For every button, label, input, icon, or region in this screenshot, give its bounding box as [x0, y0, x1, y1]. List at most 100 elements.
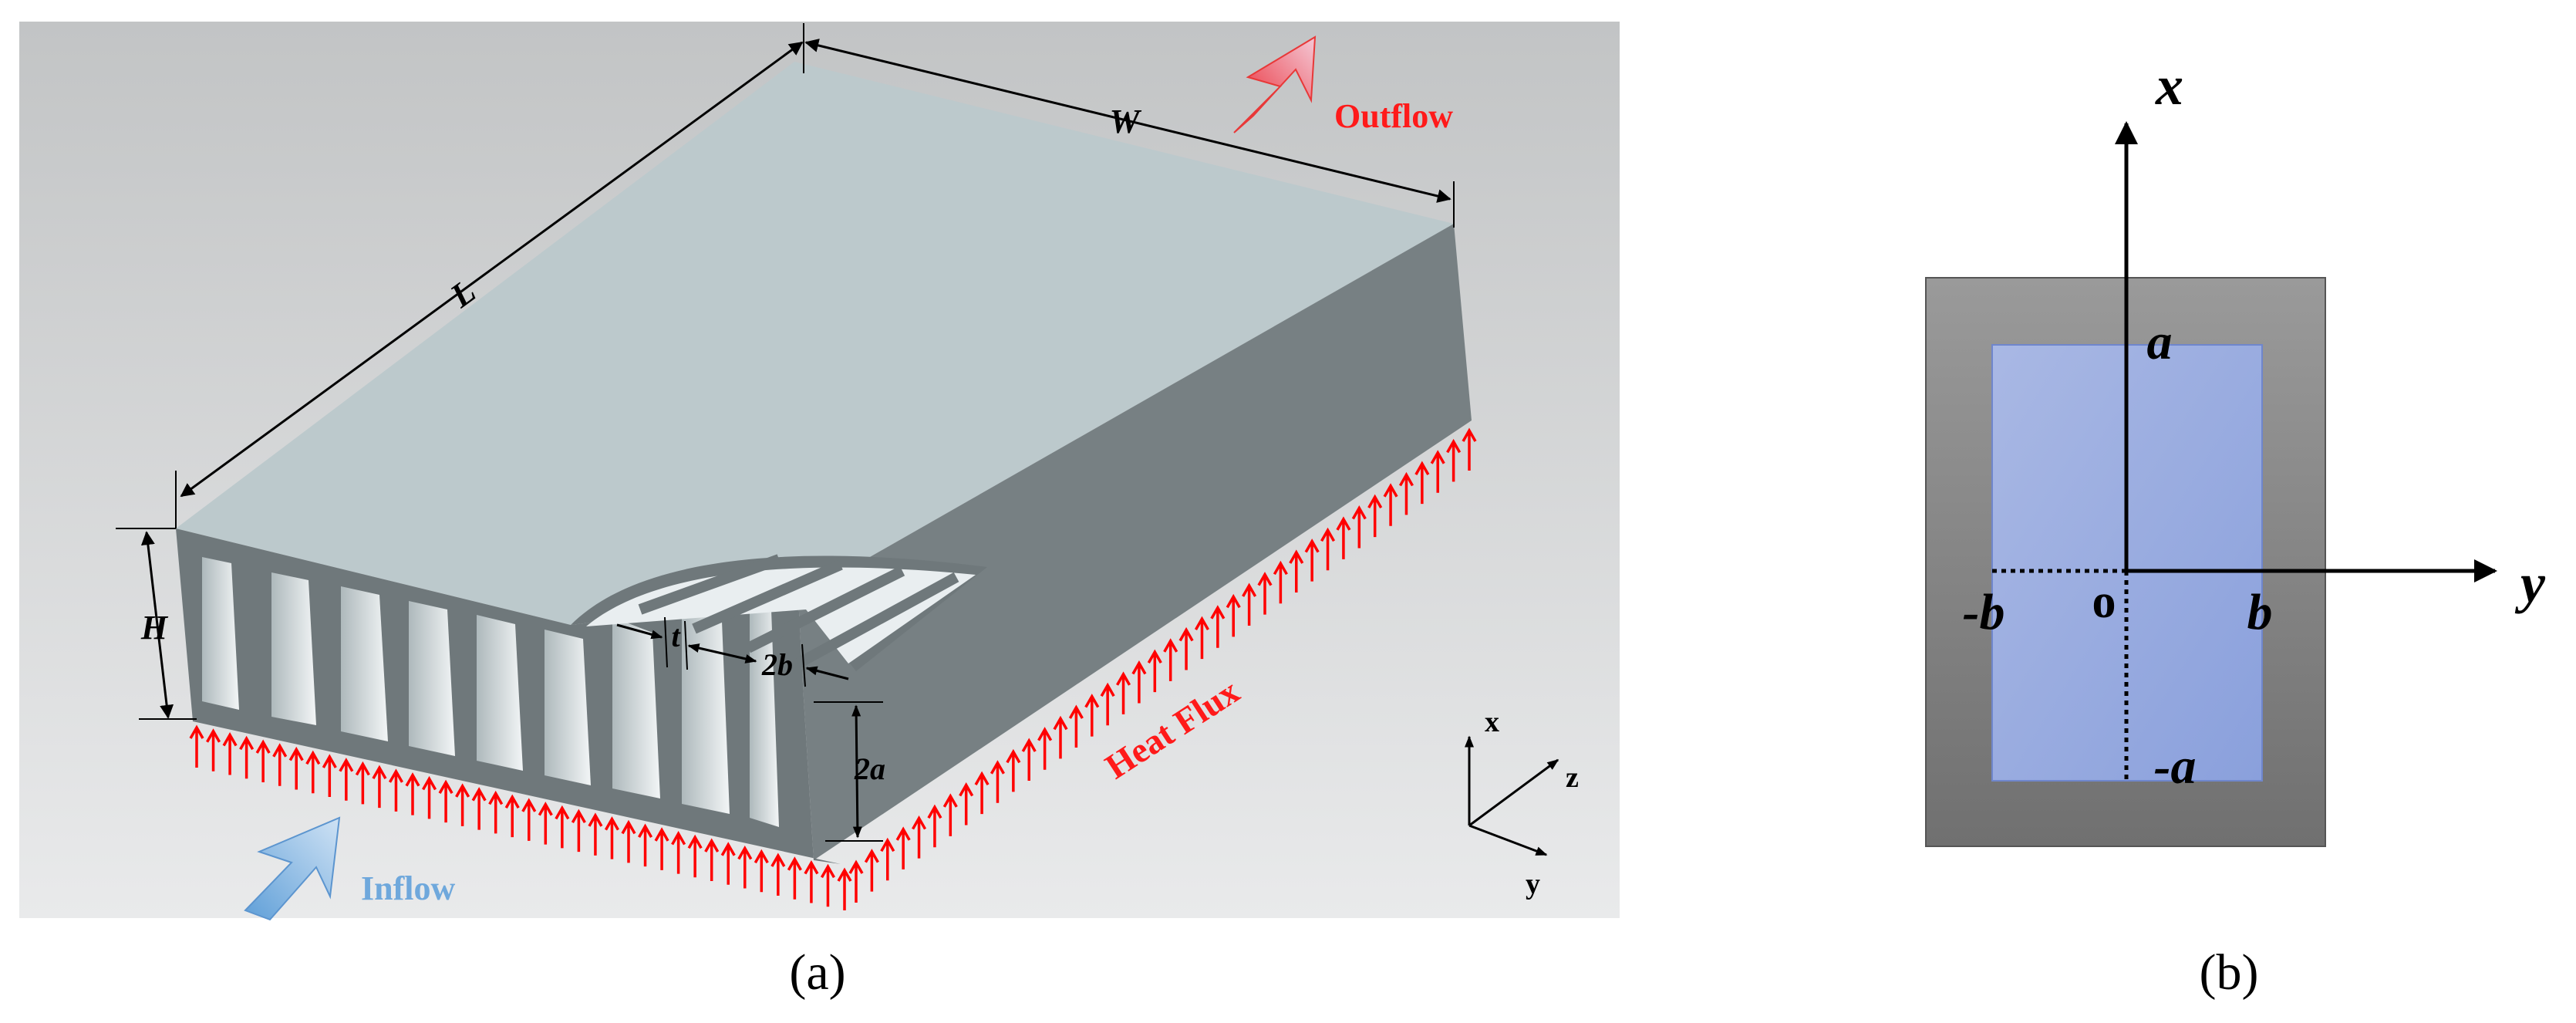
heat-flux-arrow [1194, 616, 1209, 660]
heat-flux-arrow [720, 842, 736, 885]
heat-flux-arrow [1383, 483, 1398, 526]
dimension-2a-line [851, 704, 862, 839]
heat-flux-arrow [555, 805, 570, 849]
dimension-t-tick-1 [664, 616, 668, 668]
heat-flux-arrow [372, 765, 387, 809]
heat-flux-arrow [990, 760, 1005, 803]
label-neg-a: -a [2154, 738, 2197, 795]
heat-flux-arrow [1053, 715, 1068, 759]
heat-flux-arrow [322, 754, 337, 797]
heat-flux-arrow [1242, 582, 1257, 626]
axis-label-x: x [1485, 706, 1499, 738]
heat-flux-arrow [864, 849, 879, 892]
dimension-2b-line [687, 643, 757, 663]
heat-flux-arrow [770, 852, 786, 896]
heat-flux-arrow [571, 809, 586, 852]
heat-flux-arrow [1178, 626, 1194, 670]
axis-label-y: y [1526, 868, 1540, 900]
heat-flux-arrow [1116, 671, 1131, 714]
label-origin: o [2092, 576, 2116, 628]
dimension-L-line [180, 41, 804, 498]
heat-flux-arrow [504, 794, 520, 838]
heat-flux-arrow [638, 823, 653, 867]
dimension-t-arrow-left [616, 623, 663, 640]
heat-flux-arrow [189, 724, 204, 768]
label-2b: 2b [761, 647, 793, 682]
heat-flux-arrow [588, 812, 603, 856]
heat-flux-arrow [848, 859, 864, 903]
heat-flux-arrow [1147, 649, 1162, 693]
label-neg-b: -b [1963, 584, 2005, 640]
heat-flux-arrow [895, 826, 911, 869]
heat-flux-arrow [471, 787, 487, 830]
heat-flux-arrow [804, 859, 819, 903]
heat-flux-arrow [754, 849, 769, 893]
heat-flux-arrow [1006, 748, 1021, 792]
inflow-arrow [244, 816, 341, 921]
heat-flux-arrows-side [848, 427, 1477, 903]
axis-label-z: z [1566, 761, 1579, 794]
heat-flux-arrow [1351, 505, 1367, 549]
panel-b: x y a -a b -b o (b) [1925, 55, 2546, 1001]
heat-flux-arrows-front [189, 724, 852, 910]
axis-triad: x z y [1465, 706, 1579, 900]
heat-flux-arrow [538, 802, 553, 845]
heat-flux-arrow [1430, 450, 1445, 493]
heat-flux-arrow [880, 837, 895, 881]
heat-flux-arrow [787, 856, 802, 900]
heat-flux-arrow [1021, 738, 1037, 782]
heat-flux-arrow [671, 831, 686, 874]
dimension-H-line [140, 531, 174, 719]
heat-flux-arrow [1037, 727, 1053, 770]
label-W: W [1109, 103, 1141, 140]
heat-flux-arrow [255, 739, 271, 782]
heat-flux-arrow [1163, 638, 1178, 681]
heat-flux-arrow [1304, 539, 1320, 582]
label-outflow: Outflow [1334, 97, 1453, 135]
dimension-W-line [804, 39, 1452, 203]
caption-a: (a) [789, 944, 845, 1001]
heat-flux-arrow [206, 728, 221, 771]
label-axis-y: y [2514, 552, 2546, 614]
caption-b: (b) [2200, 944, 2259, 1001]
heat-flux-arrow [1273, 560, 1288, 604]
heat-flux-arrow [820, 863, 835, 907]
heat-flux-arrow [1210, 605, 1226, 648]
heat-flux-arrow [1414, 461, 1430, 505]
heat-flux-arrow [1462, 427, 1477, 471]
heat-flux-arrow [1336, 516, 1351, 559]
label-a: a [2147, 314, 2173, 370]
label-H: H [140, 609, 169, 647]
heat-flux-arrow [422, 775, 437, 819]
heat-flux-arrow [1068, 704, 1084, 748]
heat-flux-arrow [438, 779, 453, 823]
heat-flux-arrow [837, 867, 852, 910]
dimension-2b-arrow-right [805, 666, 849, 680]
heat-flux-arrow [1367, 494, 1383, 538]
heat-flux-arrow [704, 838, 720, 882]
heat-flux-arrow [1289, 549, 1304, 593]
heat-flux-arrow [1131, 660, 1147, 704]
label-inflow: Inflow [361, 869, 455, 907]
heat-flux-arrow [604, 816, 619, 859]
heat-flux-arrow [388, 768, 403, 812]
heat-flux-arrow [305, 750, 321, 794]
heat-flux-arrow [1446, 438, 1462, 482]
heat-flux-arrow [488, 790, 504, 834]
cutaway-ribs [638, 554, 959, 669]
heat-flux-arrow [737, 846, 753, 889]
heat-flux-arrow [654, 827, 669, 870]
heat-flux-arrow [521, 798, 537, 841]
dimension-2b-tick [801, 643, 806, 687]
heat-flux-arrow [1084, 694, 1100, 737]
heat-flux-arrow [687, 834, 703, 878]
heat-flux-arrow [455, 783, 470, 826]
heat-flux-arrow [1398, 471, 1414, 515]
heat-flux-arrow [239, 735, 255, 779]
label-axis-x: x [2155, 55, 2183, 116]
heat-flux-arrow [339, 758, 354, 801]
heat-flux-arrow [1257, 572, 1273, 615]
dimension-t-tick-2 [684, 620, 688, 670]
panel-a: L W H t 2b 2a Heat Flux Outflow [19, 22, 1620, 1001]
